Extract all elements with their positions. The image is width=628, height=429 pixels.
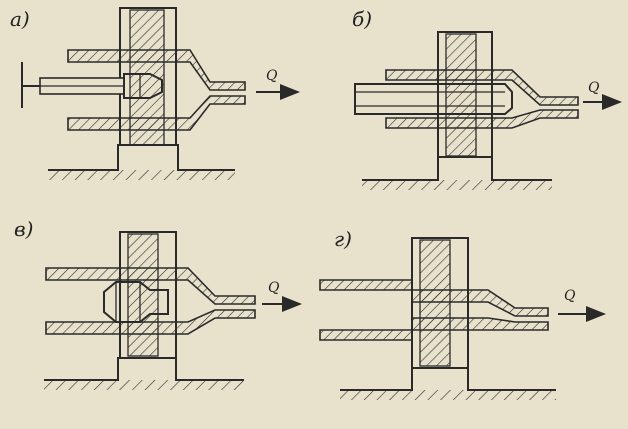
panel-v-ground-line bbox=[44, 357, 244, 381]
panel-b-wall-insert bbox=[445, 33, 477, 157]
panel-b-tube-lower bbox=[385, 109, 579, 129]
panel-b-rod bbox=[354, 83, 513, 115]
panel-b-wall bbox=[437, 31, 493, 158]
panel-a: а) Q bbox=[10, 7, 300, 180]
panel-a-tube-upper bbox=[67, 49, 246, 91]
panel-g-tube-upper-right bbox=[411, 289, 549, 317]
panel-g-wall bbox=[411, 237, 469, 369]
panel-g: г) Q bbox=[319, 227, 606, 400]
panel-g-ground-hatch bbox=[340, 390, 556, 400]
panel-b-label: б) bbox=[352, 7, 372, 31]
panel-a-ground-line bbox=[48, 144, 235, 171]
panel-v-wall bbox=[119, 231, 177, 359]
panel-v-tube-lower bbox=[45, 309, 256, 335]
panel-g-tube-lower-left bbox=[319, 329, 413, 341]
panel-a-flow-label: Q bbox=[266, 68, 278, 84]
panel-v-label: в) bbox=[14, 217, 33, 241]
panel-v: в) Q bbox=[14, 217, 302, 390]
panel-g-wall-insert bbox=[419, 239, 451, 367]
panel-b-tube-upper bbox=[385, 69, 579, 106]
panel-v-mandrel bbox=[103, 281, 169, 323]
panel-g-label: г) bbox=[334, 227, 352, 251]
panel-b: б) Q bbox=[352, 7, 622, 190]
panel-b-ground-hatch bbox=[362, 180, 552, 190]
panel-a-tube-lower bbox=[67, 95, 246, 131]
panel-v-flow-label: Q bbox=[268, 280, 280, 296]
panel-g-flow-label: Q bbox=[564, 288, 576, 304]
panel-b-flow-label: Q bbox=[588, 80, 600, 96]
panel-a-label: а) bbox=[10, 7, 30, 31]
panel-v-tube-upper bbox=[45, 267, 256, 305]
panel-g-ground-line bbox=[340, 367, 556, 391]
panel-v-ground-hatch bbox=[44, 380, 244, 390]
panel-g-tube-upper-left bbox=[319, 279, 413, 291]
panel-a-ground-hatch bbox=[48, 170, 235, 180]
panel-b-ground-line bbox=[362, 156, 552, 181]
panel-g-tube-lower-right bbox=[411, 317, 549, 331]
panel-a-mandrel bbox=[123, 73, 163, 99]
panel-v-wall-insert bbox=[127, 233, 159, 357]
